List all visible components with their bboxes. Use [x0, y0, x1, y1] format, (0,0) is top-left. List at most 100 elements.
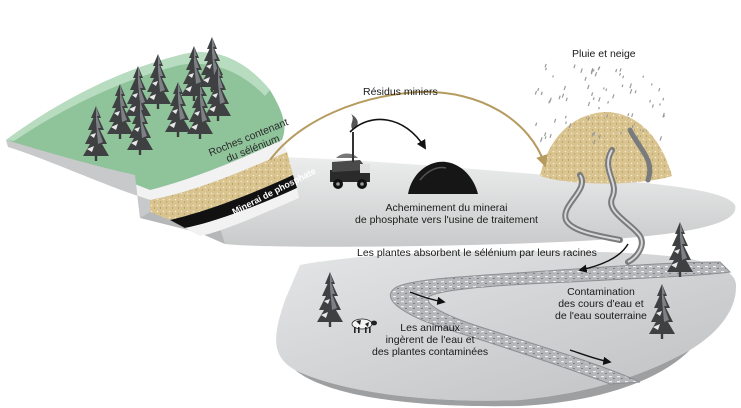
rain-drop	[602, 87, 605, 90]
rain-drop	[622, 75, 625, 79]
white-stratum	[6, 140, 287, 200]
label-water-line-3: de l'eau souterraine	[555, 310, 647, 322]
rain-drop	[590, 68, 594, 74]
rain-drop	[651, 104, 654, 108]
rain-drop	[587, 116, 590, 121]
arrow-river-2	[569, 349, 612, 366]
rain-drop	[544, 63, 547, 68]
label-transport: Acheminement du minerai de phosphate ver…	[355, 202, 538, 226]
rain-drop	[631, 113, 634, 118]
rain-drop	[619, 72, 622, 76]
rain-drop	[593, 139, 596, 145]
label-animals-line-2: ingèrent de l'eau et	[385, 334, 475, 346]
mining-truck-icon	[330, 114, 370, 189]
rain-drop	[553, 118, 557, 123]
arrow-residues	[269, 90, 548, 168]
rain-drop	[607, 100, 610, 104]
label-animals-line-3: des plantes contaminées	[372, 346, 489, 358]
rain-drop	[568, 123, 572, 129]
rain-drop	[594, 72, 598, 77]
rain-drop	[544, 132, 547, 137]
rain-drop	[564, 115, 567, 119]
rain-drop	[552, 75, 554, 78]
rain-drop	[649, 99, 652, 103]
label-animals-line-1: Les animaux	[400, 322, 460, 334]
label-transport-line-1: Acheminement du minerai	[385, 202, 508, 214]
cliff-shadow	[6, 140, 150, 218]
rain-drop	[565, 97, 568, 102]
arrow-river-1	[409, 291, 446, 306]
rain-drop	[584, 76, 587, 81]
bottom-stratum	[185, 188, 299, 236]
rain-drop	[561, 93, 565, 98]
rain-drop	[619, 131, 622, 135]
rain-drop	[563, 85, 567, 91]
rain-drop	[592, 69, 595, 72]
rock-layer	[150, 152, 293, 220]
residue-pile-icon	[540, 112, 672, 184]
rain-drop	[540, 91, 543, 96]
rain-drop	[548, 100, 551, 104]
rain-drop	[659, 103, 661, 106]
rain-drop	[662, 97, 665, 101]
label-animals: Les animaux ingèrent de l'eau et des pla…	[372, 322, 488, 358]
rain-drop	[631, 124, 634, 129]
rain-drop	[627, 113, 630, 117]
rain-drop	[535, 122, 538, 127]
arrow-runoff	[578, 243, 629, 273]
ore-layer	[170, 175, 297, 228]
rain-drop	[580, 68, 583, 73]
label-water-contamination: Contamination des cours d'eau et de l'ea…	[555, 286, 647, 322]
rain-drop	[590, 92, 594, 96]
label-mine-residues: Résidus miniers	[363, 86, 438, 98]
rain-drop	[573, 64, 576, 69]
rain-drop	[642, 75, 645, 78]
label-rain-snow: Pluie et neige	[572, 48, 636, 60]
rain-drop	[534, 90, 538, 95]
rain-drop	[587, 101, 591, 107]
rain-drop	[558, 95, 561, 100]
rain-drop	[598, 134, 601, 139]
lower-ground	[276, 251, 737, 401]
rain-drop	[650, 83, 653, 86]
rain-drop	[606, 114, 609, 118]
label-plants-absorb: Les plantes absorbent le sélénium par le…	[357, 247, 597, 259]
rain-drop	[619, 68, 622, 72]
rain-drop	[598, 97, 601, 102]
rain-drop	[597, 67, 600, 71]
rain-drop	[565, 121, 567, 125]
cow-icon	[351, 318, 377, 333]
rain-drop	[544, 136, 547, 140]
rain-drop	[544, 67, 547, 71]
rain-drop	[629, 89, 633, 94]
rain-drop	[663, 114, 665, 118]
ore-pile-icon	[408, 161, 478, 194]
rain-drop	[605, 88, 608, 92]
rain-drop	[629, 83, 632, 89]
label-water-line-1: Contamination	[567, 286, 635, 298]
runoff-stream	[627, 127, 653, 183]
rain-drop	[593, 131, 596, 136]
river	[389, 261, 732, 385]
rain-drop	[592, 97, 595, 101]
rain-drop	[659, 136, 663, 141]
rain-drop	[598, 106, 600, 110]
rain-drop	[658, 87, 661, 92]
rain-drop	[615, 68, 618, 73]
rain-drop	[634, 90, 637, 94]
arrow-transport	[349, 118, 426, 150]
rain-drop	[621, 84, 624, 88]
lower-ground-shadow	[295, 350, 690, 407]
rain-drop	[642, 129, 645, 133]
rain-drop	[591, 132, 594, 137]
rain-drop	[612, 94, 615, 99]
rain-drop	[537, 87, 540, 92]
label-water-line-2: des cours d'eau et	[558, 298, 644, 310]
rain-drop	[662, 112, 665, 118]
rain-snow-particles	[534, 63, 665, 145]
rain-drop	[539, 137, 543, 143]
rain-drop	[549, 133, 552, 139]
rain-drop	[587, 84, 590, 90]
